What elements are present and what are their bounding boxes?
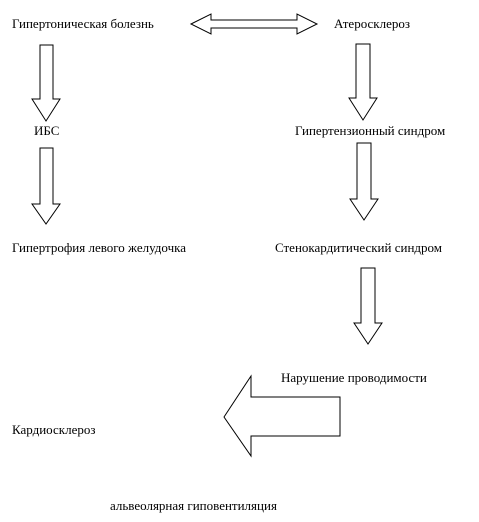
node-ibs: ИБС <box>34 123 60 138</box>
node-hypertension: Гипертоническая болезнь <box>12 16 154 31</box>
node-conduction-disorder: Нарушение проводимости <box>281 370 427 385</box>
down-arrow-atherosclerosis-hypertensive <box>348 43 378 121</box>
down-arrow-ibs-lv-hypertrophy <box>31 147 61 225</box>
node-stenocardia-syndrome: Стенокардитический синдром <box>275 240 442 255</box>
down-arrow-hypertensive-stenocardia <box>349 142 379 221</box>
left-arrow-conduction-cardiosclerosis <box>223 374 341 458</box>
node-atherosclerosis: Атеросклероз <box>334 16 410 31</box>
down-arrow-stenocardia-conduction <box>353 267 383 345</box>
node-hypertensive-syndrome: Гипертензионный синдром <box>295 123 446 138</box>
node-alveolar-hypoventilation: альвеолярная гиповентиляция <box>110 498 277 513</box>
node-lv-hypertrophy: Гипертрофия левого желудочка <box>12 240 187 255</box>
node-cardiosclerosis: Кардиосклероз <box>12 422 96 437</box>
down-arrow-hypertension-ibs <box>31 44 61 122</box>
double-arrow-hypertension-atherosclerosis <box>189 13 319 35</box>
